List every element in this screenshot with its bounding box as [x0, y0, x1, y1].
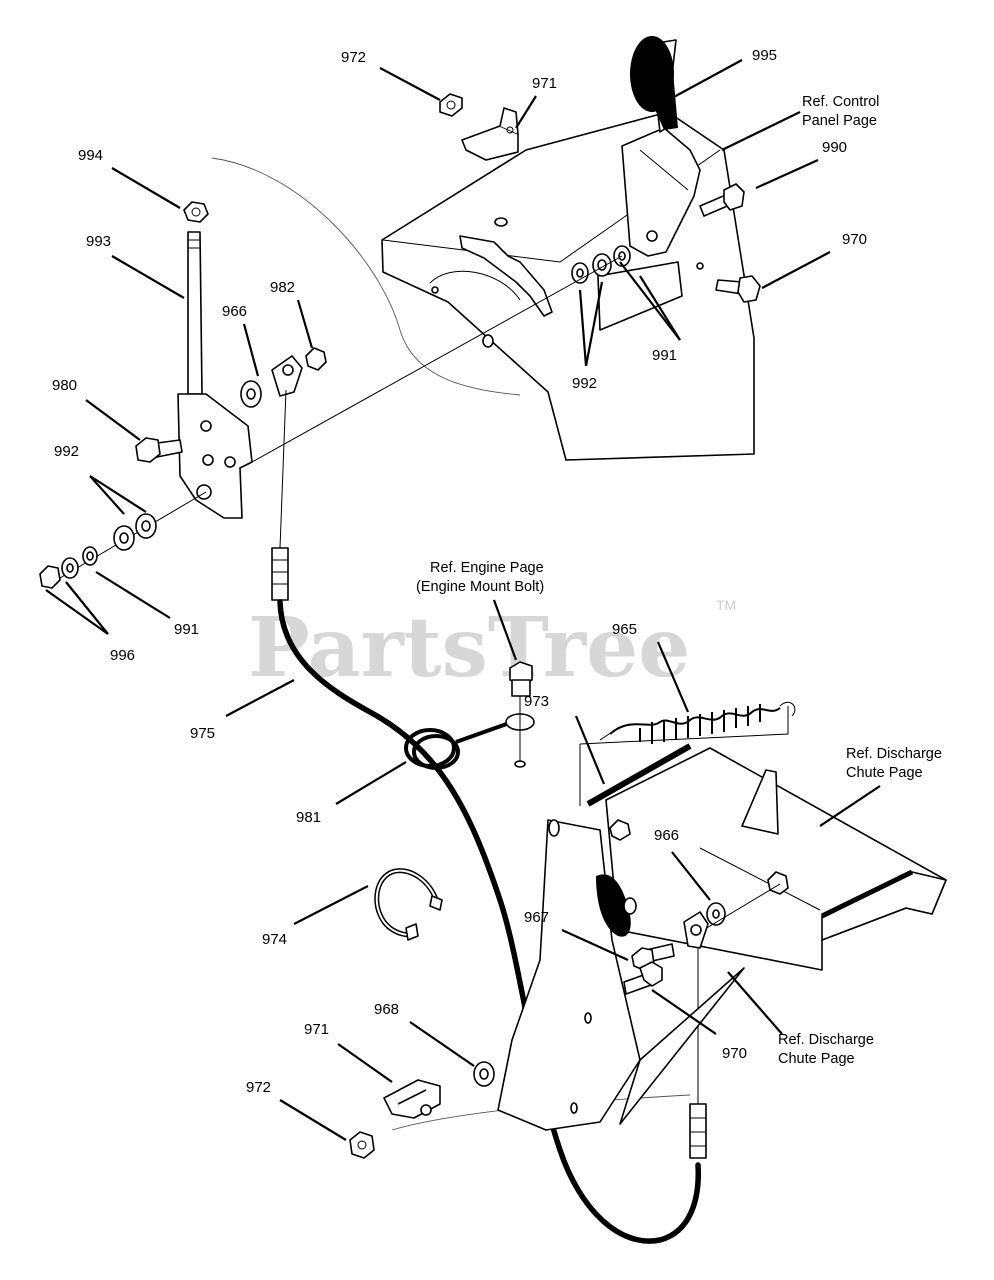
callout-993: 993	[86, 233, 111, 250]
ref-control-panel-line2: Panel Page	[802, 113, 877, 129]
nut-972-bottom	[349, 1131, 375, 1159]
watermark-text: PartsTree	[248, 600, 690, 696]
assembly-axis-top	[251, 255, 623, 463]
bracket-980	[177, 393, 253, 519]
spring-965	[599, 701, 796, 744]
leader-lines	[45, 59, 881, 1141]
ref-engine-line2: (Engine Mount Bolt)	[416, 579, 544, 595]
callout-965: 965	[612, 621, 637, 638]
cable-tie-981	[404, 720, 513, 770]
bolt-990	[699, 183, 745, 217]
ref-discharge-bottom-line1: Ref. Discharge	[778, 1032, 874, 1048]
bolts-967-970	[623, 943, 675, 995]
ref-engine-line1: Ref. Engine Page	[430, 560, 544, 576]
callout-982: 982	[270, 279, 295, 296]
callout-992-left: 992	[54, 443, 79, 460]
ref-control-panel-line1: Ref. Control	[802, 94, 879, 110]
ref-discharge-bottom-line2: Chute Page	[778, 1051, 855, 1067]
cable-end-967	[683, 911, 709, 949]
callout-975: 975	[190, 725, 215, 742]
bolt-970-top	[696, 262, 761, 303]
rod-swing-arc	[211, 157, 521, 396]
clip-971-bottom	[383, 1079, 441, 1119]
callout-970-bottom: 970	[722, 1045, 747, 1062]
watermark-trademark: TM	[716, 597, 736, 613]
callout-970-top: 970	[842, 231, 867, 248]
nut-972-top	[439, 93, 463, 117]
ref-discharge-top-line2: Chute Page	[846, 765, 923, 781]
callout-996: 996	[110, 647, 135, 664]
shift-lever	[621, 36, 701, 257]
callout-labels: 972 971 995 994 990 993 970 982 966 991 …	[52, 47, 867, 1096]
washer-966-left	[240, 380, 262, 408]
rod-993	[187, 231, 203, 395]
callout-990: 990	[822, 139, 847, 156]
callout-968: 968	[374, 1001, 399, 1018]
callout-980: 980	[52, 377, 77, 394]
callout-966-right: 966	[654, 827, 679, 844]
reference-notes: Ref. Control Panel Page Ref. Engine Page…	[416, 94, 942, 1067]
bolt-980	[135, 437, 183, 463]
callout-966-left: 966	[222, 303, 247, 320]
callout-992-mid: 992	[572, 375, 597, 392]
callout-995: 995	[752, 47, 777, 64]
nut-994	[183, 201, 209, 223]
callout-967: 967	[524, 909, 549, 926]
washers-992-991-996	[39, 491, 207, 589]
callout-994: 994	[78, 147, 103, 164]
engine-mount-bolt	[505, 661, 535, 768]
strip-973	[586, 743, 692, 807]
callout-971-top: 971	[532, 75, 557, 92]
washer-968	[473, 1061, 495, 1087]
callout-981: 981	[296, 809, 321, 826]
clip-971-top	[461, 107, 519, 161]
retaining-ring-974	[374, 868, 443, 941]
callout-972-bottom: 972	[246, 1079, 271, 1096]
callout-991-right: 991	[652, 347, 677, 364]
callout-991-left: 991	[174, 621, 199, 638]
nut-966-right	[609, 819, 789, 933]
callout-971-bottom: 971	[304, 1021, 329, 1038]
ref-discharge-top-line1: Ref. Discharge	[846, 746, 942, 762]
cable-end-982	[271, 347, 327, 397]
callout-972-top: 972	[341, 49, 366, 66]
chute-deflector	[605, 747, 947, 971]
chute-knob	[596, 874, 637, 937]
callout-973: 973	[524, 693, 549, 710]
callout-974: 974	[262, 931, 287, 948]
